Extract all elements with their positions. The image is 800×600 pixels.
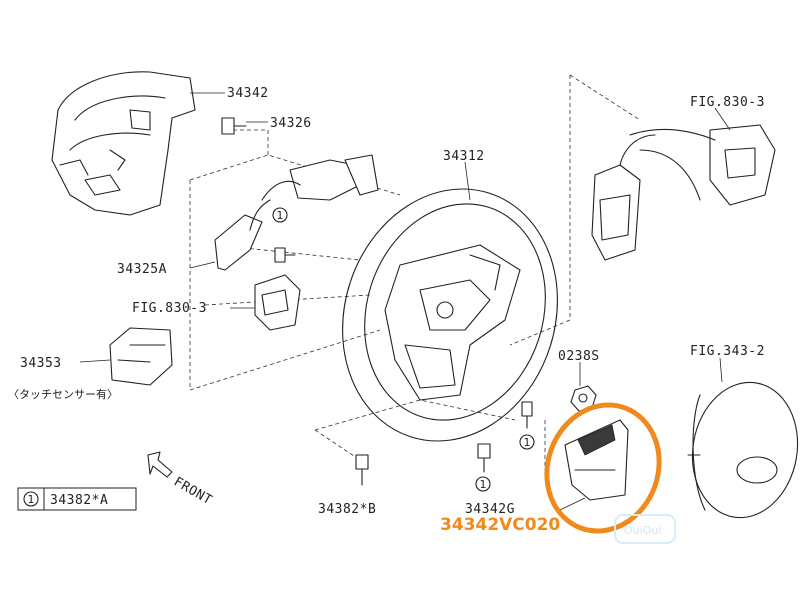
label-34382B: 34382*B — [318, 502, 376, 517]
label-34312: 34312 — [443, 149, 485, 164]
label-fig830-mid: FIG.830-3 — [132, 301, 207, 316]
switch-fig830-mid — [254, 274, 301, 331]
switch-fig830-top — [591, 124, 776, 261]
label-touch-sensor: 〈タッチセンサー有〉 — [8, 387, 118, 401]
label-34342G: 34342G — [465, 502, 515, 517]
svg-text:FRONT: FRONT — [171, 474, 215, 508]
label-0238S: 0238S — [558, 349, 600, 364]
lower-cover-34342G — [564, 419, 629, 501]
front-arrow: FRONT — [147, 451, 215, 508]
svg-text:1: 1 — [480, 478, 487, 491]
screw-34326 — [221, 117, 247, 135]
touch-sensor-34353 — [109, 327, 173, 386]
svg-text:1: 1 — [524, 436, 531, 449]
airbag-fig343 — [687, 381, 799, 519]
label-34353: 34353 — [20, 356, 62, 371]
label-34325A: 34325A — [117, 262, 167, 277]
svg-text:1: 1 — [277, 209, 284, 222]
svg-text:1: 1 — [28, 493, 35, 506]
highlight-part-number: 34342VC020 — [440, 515, 560, 535]
label-fig343: FIG.343-2 — [690, 344, 765, 359]
label-34342: 34342 — [227, 86, 269, 101]
legend-box: 1 34382*A — [17, 487, 137, 511]
paddle-34325A — [214, 154, 379, 271]
svg-text:34382*A: 34382*A — [50, 493, 108, 508]
highlight-ring — [544, 402, 662, 534]
leader-lines — [79, 92, 731, 511]
label-fig830-top: FIG.830-3 — [690, 95, 765, 110]
svg-text:OuiOui: OuiOui — [624, 524, 661, 537]
label-34326: 34326 — [270, 116, 312, 131]
steering-wheel-34312 — [342, 188, 558, 442]
rear-cover-34342 — [51, 71, 196, 216]
screws-lower: 1 1 — [355, 401, 535, 492]
screw-callout-upper: 1 — [272, 207, 296, 263]
watermark: OuiOui — [614, 514, 676, 544]
